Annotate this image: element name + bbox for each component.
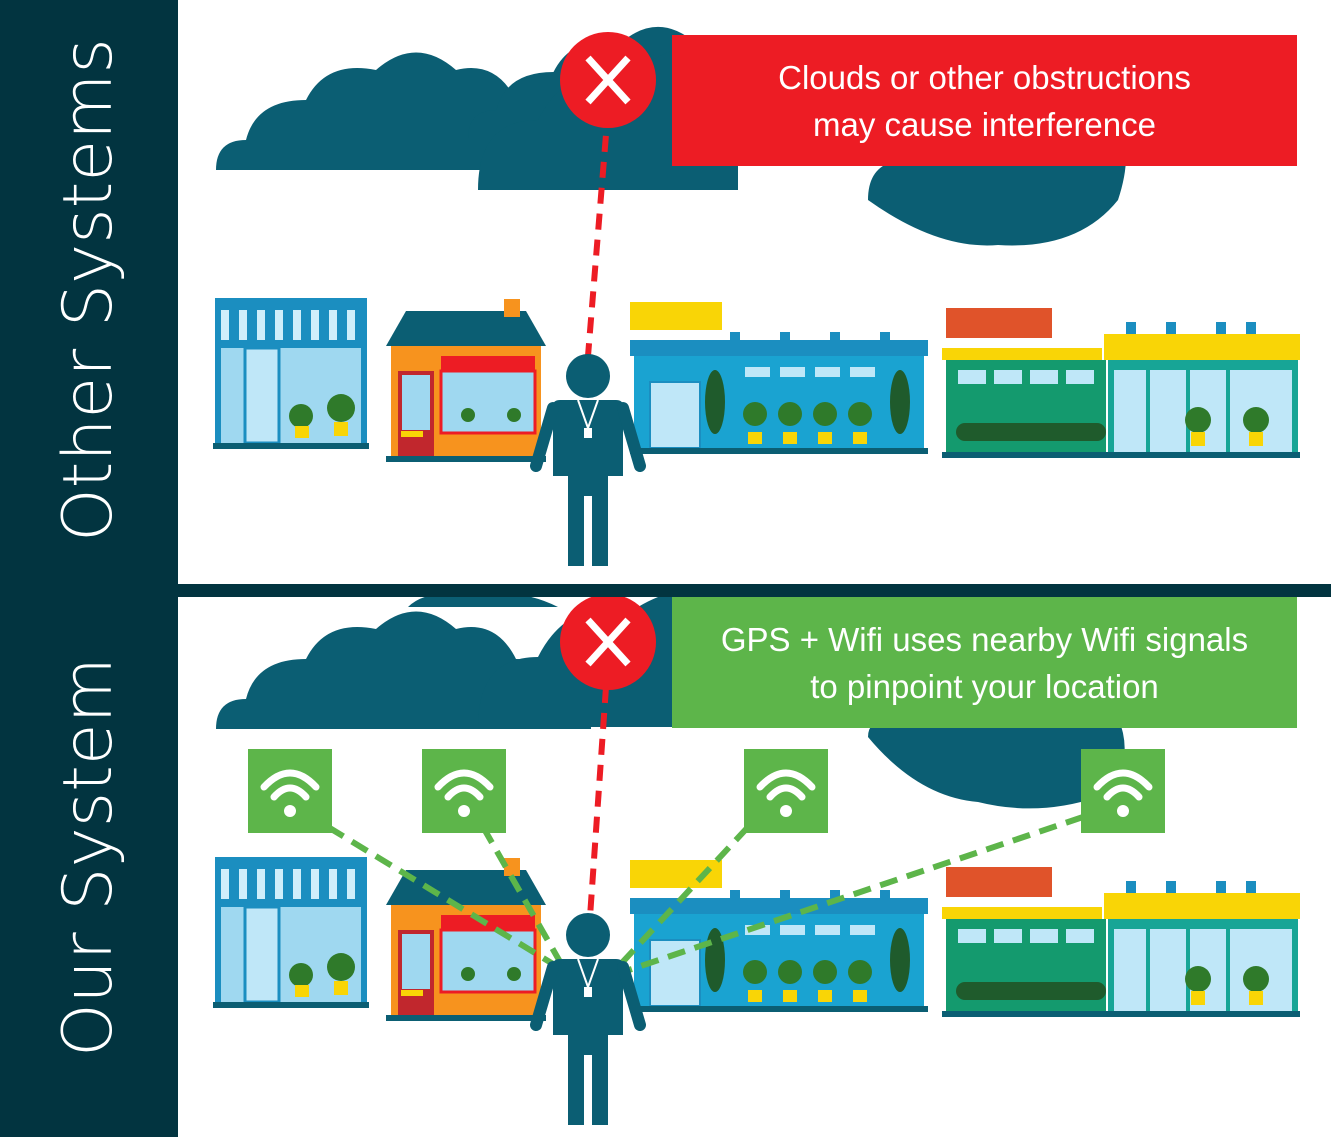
sidebar-bottom: Our System [0,587,178,1137]
section-divider [178,584,1331,597]
wifi-icon [744,749,828,833]
callout-line-2: to pinpoint your location [810,667,1159,705]
storefront-icon [629,301,929,455]
wifi-icon [1081,749,1165,833]
callout-line-1: GPS + Wifi uses nearby Wifi signals [720,620,1249,658]
panel-our-system: GPS + Wifi uses nearby Wifi signals to p… [178,597,1331,1137]
person-icon [536,913,640,1125]
storefront-icon [942,867,1300,1017]
sidebar-top: Other Systems [0,0,178,587]
person-icon [536,354,640,566]
wifi-icon [248,749,332,833]
wifi-signal-lines [326,814,1084,975]
cloud-icon [868,717,1125,809]
gps-signal-line [585,109,611,357]
section-label-other-systems: Other Systems [49,38,128,542]
x-marker-icon [560,32,656,128]
storefront-icon [211,855,371,1010]
gps-signal-line [587,686,609,918]
callout-line-2: may cause interference [812,105,1156,143]
callout-interference: Clouds or other obstructions may cause i… [672,35,1297,166]
storefront-icon [384,297,548,464]
wifi-icon [422,749,506,833]
storefront-icon [384,856,548,1023]
x-marker-icon [560,597,656,690]
callout-line-1: Clouds or other obstructions [778,58,1191,96]
panel-other-systems: Clouds or other obstructions may cause i… [178,0,1331,584]
storefront-icon [942,308,1300,458]
section-label-our-system: Our System [49,657,128,1057]
cloud-icon [408,597,558,607]
storefront-icon [211,296,371,451]
callout-gps-wifi: GPS + Wifi uses nearby Wifi signals to p… [672,597,1297,728]
